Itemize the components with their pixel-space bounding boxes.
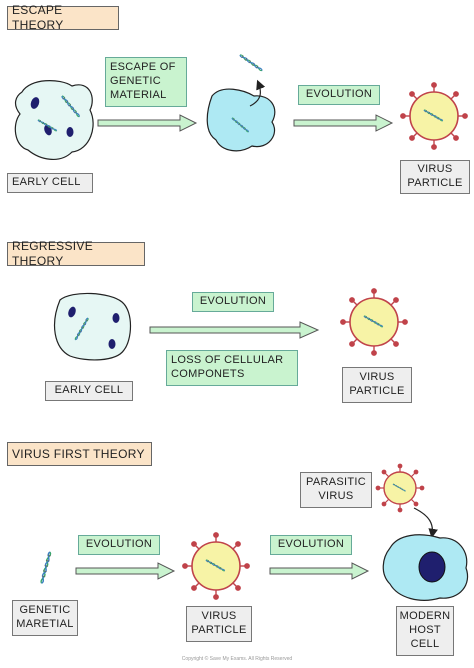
parasitic-virus bbox=[375, 463, 425, 513]
regressive-virus-particle-label: VIRUS PARTICLE bbox=[342, 367, 412, 403]
virus-first-virus-particle-label: VIRUS PARTICLE bbox=[186, 606, 252, 642]
genetic-material-label: GENETIC MARETIAL bbox=[12, 600, 78, 636]
escape-genetic-material-label: ESCAPE OF GENETIC MATERIAL bbox=[105, 57, 187, 107]
blue-cell-shape bbox=[206, 88, 276, 152]
escape-theory-title: ESCAPE THEORY bbox=[7, 3, 119, 32]
virus-first-theory-title: VIRUS FIRST THEORY bbox=[7, 442, 152, 466]
early-cell-shape bbox=[14, 80, 94, 160]
escape-virus-particle-label: VIRUS PARTICLE bbox=[400, 160, 470, 194]
regressive-loss-label: LOSS OF CELLULAR COMPONETS bbox=[166, 350, 298, 386]
virus-first-evolution-label-1: EVOLUTION bbox=[78, 535, 160, 555]
regressive-theory-title: REGRESSIVE THEORY bbox=[7, 239, 145, 268]
regressive-evolution-label: EVOLUTION bbox=[192, 292, 274, 312]
virus-particle-1 bbox=[400, 82, 468, 150]
regressive-cell-shape bbox=[53, 292, 132, 361]
regressive-early-cell-label: EARLY CELL bbox=[45, 381, 133, 401]
virus-first-evolution-label-2: EVOLUTION bbox=[270, 535, 352, 555]
virus-particle-2 bbox=[340, 288, 408, 356]
parasitic-virus-label: PARASITIC VIRUS bbox=[300, 472, 372, 508]
virus-particle-3 bbox=[182, 532, 250, 600]
escape-early-cell-label: EARLY CELL bbox=[7, 173, 93, 193]
escape-evolution-label: EVOLUTION bbox=[298, 85, 380, 105]
copyright-footer: Copyright © Save My Exams. All Rights Re… bbox=[181, 656, 293, 662]
modern-host-cell-label: MODERN HOST CELL bbox=[396, 606, 454, 656]
